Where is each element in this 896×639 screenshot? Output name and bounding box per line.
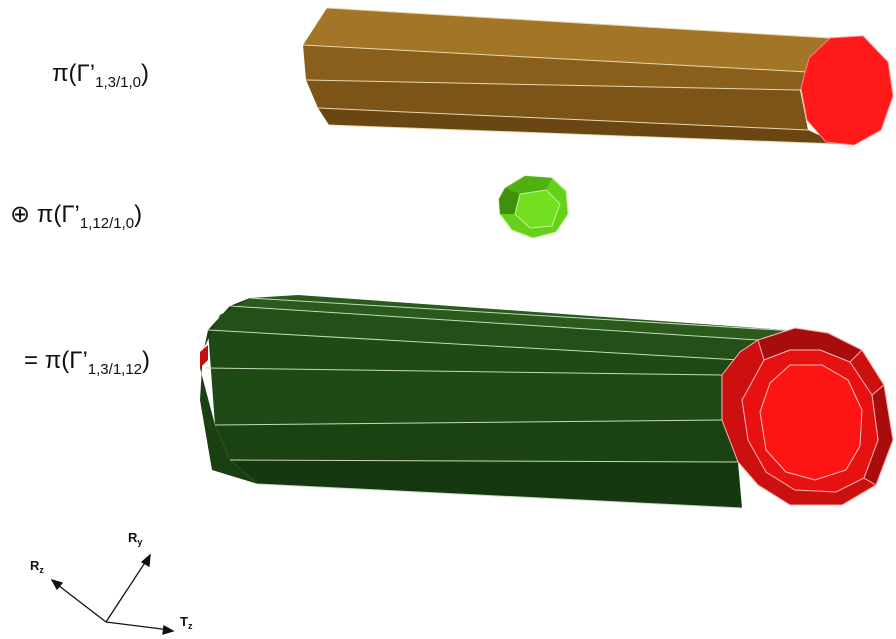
term1-prism-lower-side xyxy=(306,80,808,130)
term1-subscript: 1,3/1,0 xyxy=(95,74,141,91)
result-func: π(Γ’ xyxy=(44,347,88,374)
tz-axis-arrow xyxy=(105,621,171,631)
tz-main: T xyxy=(180,614,188,629)
tz-axis-label: Tz xyxy=(180,614,192,631)
result-prism-lower xyxy=(215,420,738,462)
term1-end-face xyxy=(800,35,894,146)
result-prism-upper xyxy=(208,306,758,360)
result-subscript: 1,3/1,12 xyxy=(87,361,143,378)
term1-func: π(Γ’ xyxy=(52,60,96,87)
result-close: ) xyxy=(142,347,151,374)
ry-axis-arrow xyxy=(105,557,149,623)
term2-polyhedron xyxy=(498,175,569,239)
ry-main: R xyxy=(128,530,138,545)
term1-prism-bottom xyxy=(318,108,838,144)
term1-label: π(Γ’1,3/1,0) xyxy=(52,60,149,91)
term2-subscript: 1,12/1,0 xyxy=(79,215,135,232)
term2-label: ⊕ π(Γ’1,12/1,0) xyxy=(10,200,142,232)
rz-main: R xyxy=(30,558,40,573)
term1-prism-upper-side xyxy=(303,45,808,90)
result-prism xyxy=(200,295,894,509)
term2-close: ) xyxy=(134,201,143,228)
result-label: = π(Γ’1,3/1,12) xyxy=(24,347,150,378)
rz-axis-label: Rz xyxy=(30,558,44,575)
rz-sub: z xyxy=(39,565,44,575)
term2-func: π(Γ’ xyxy=(36,201,80,228)
axes-triad xyxy=(50,553,175,635)
term1-prism-top xyxy=(303,8,830,72)
result-prism-left-cap xyxy=(200,298,258,484)
ry-sub: y xyxy=(137,537,143,547)
result-prism-bottom xyxy=(230,460,742,508)
term1-close: ) xyxy=(140,60,149,87)
result-prefix: = xyxy=(24,347,45,374)
ry-axis-label: Ry xyxy=(128,530,142,547)
rz-axis-arrow xyxy=(53,581,107,623)
tz-sub: z xyxy=(187,621,193,631)
result-prism-middle xyxy=(208,330,740,425)
term2-prefix: ⊕ xyxy=(10,201,37,228)
term1-prism xyxy=(302,7,894,146)
